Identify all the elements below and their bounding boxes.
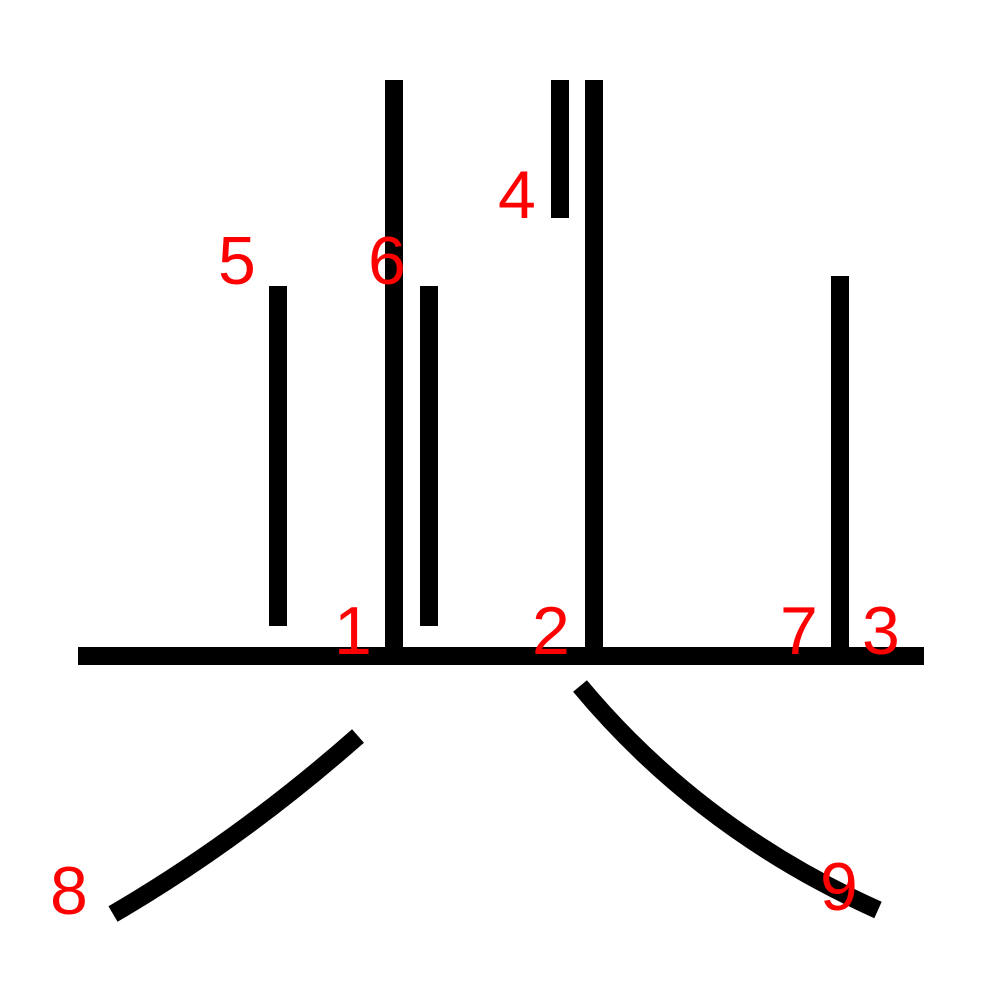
label-8: 8 xyxy=(50,853,88,929)
label-9: 9 xyxy=(820,849,858,925)
label-2: 2 xyxy=(532,593,570,669)
right-falling-stroke xyxy=(573,680,882,919)
label-6: 6 xyxy=(368,223,406,299)
label-4: 4 xyxy=(498,157,536,233)
label-3: 3 xyxy=(862,593,900,669)
left-falling-stroke xyxy=(108,729,364,922)
label-5: 5 xyxy=(218,223,256,299)
label-7: 7 xyxy=(780,593,818,669)
label-1: 1 xyxy=(334,593,372,669)
